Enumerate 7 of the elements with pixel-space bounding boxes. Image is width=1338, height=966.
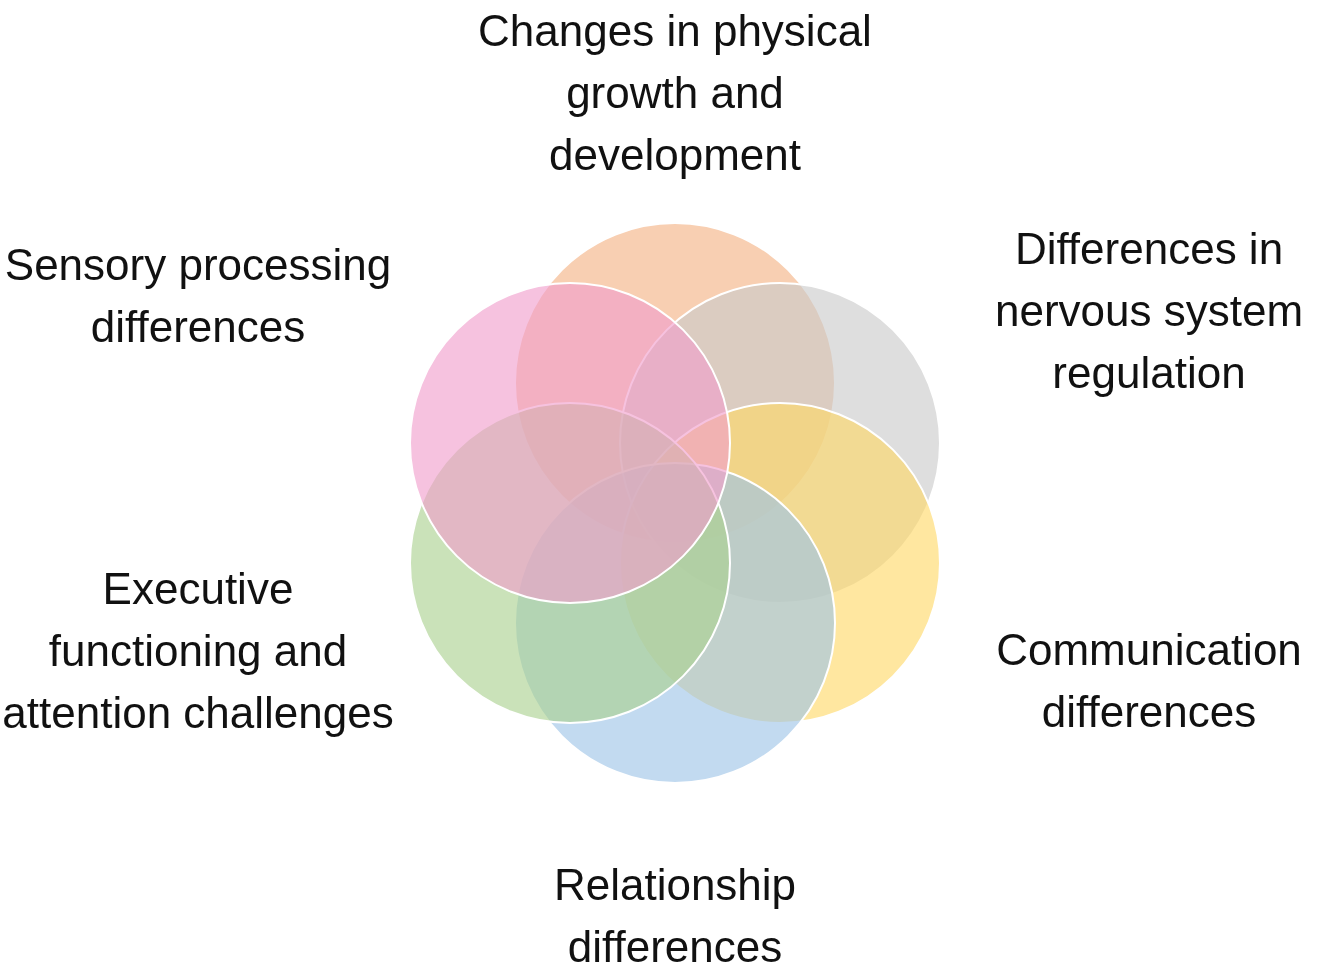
circle-label: Communication differences [995,624,1303,738]
circle-label: Sensory processing differences [3,239,393,353]
circle-label: Relationship differences [552,859,798,966]
circle-label: Changes in physical growth and development [477,5,873,181]
circle-label: Executive functioning and attention challenges [2,563,394,739]
circle-label: Differences in nervous system regulation [993,223,1305,399]
venn-circle [409,282,731,604]
